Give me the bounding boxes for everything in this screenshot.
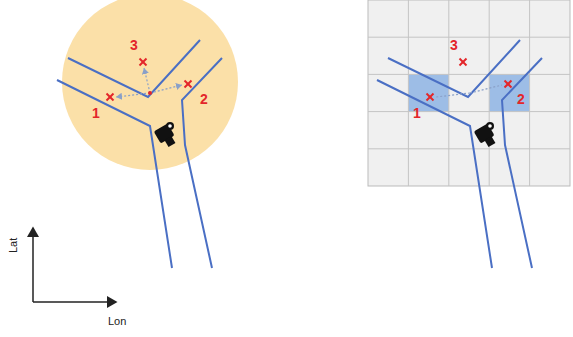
callout-number: 1 — [413, 106, 421, 120]
callout-number: 3 — [130, 38, 138, 52]
grid — [368, 0, 570, 186]
callout-number: 1 — [92, 106, 100, 120]
callout-number: 2 — [517, 92, 525, 106]
callout-number: 3 — [450, 38, 458, 52]
axis-label: Lon — [108, 316, 126, 327]
callout-number: 2 — [200, 92, 208, 106]
axis-label: Lat — [8, 238, 19, 253]
range-circle — [62, 0, 238, 170]
